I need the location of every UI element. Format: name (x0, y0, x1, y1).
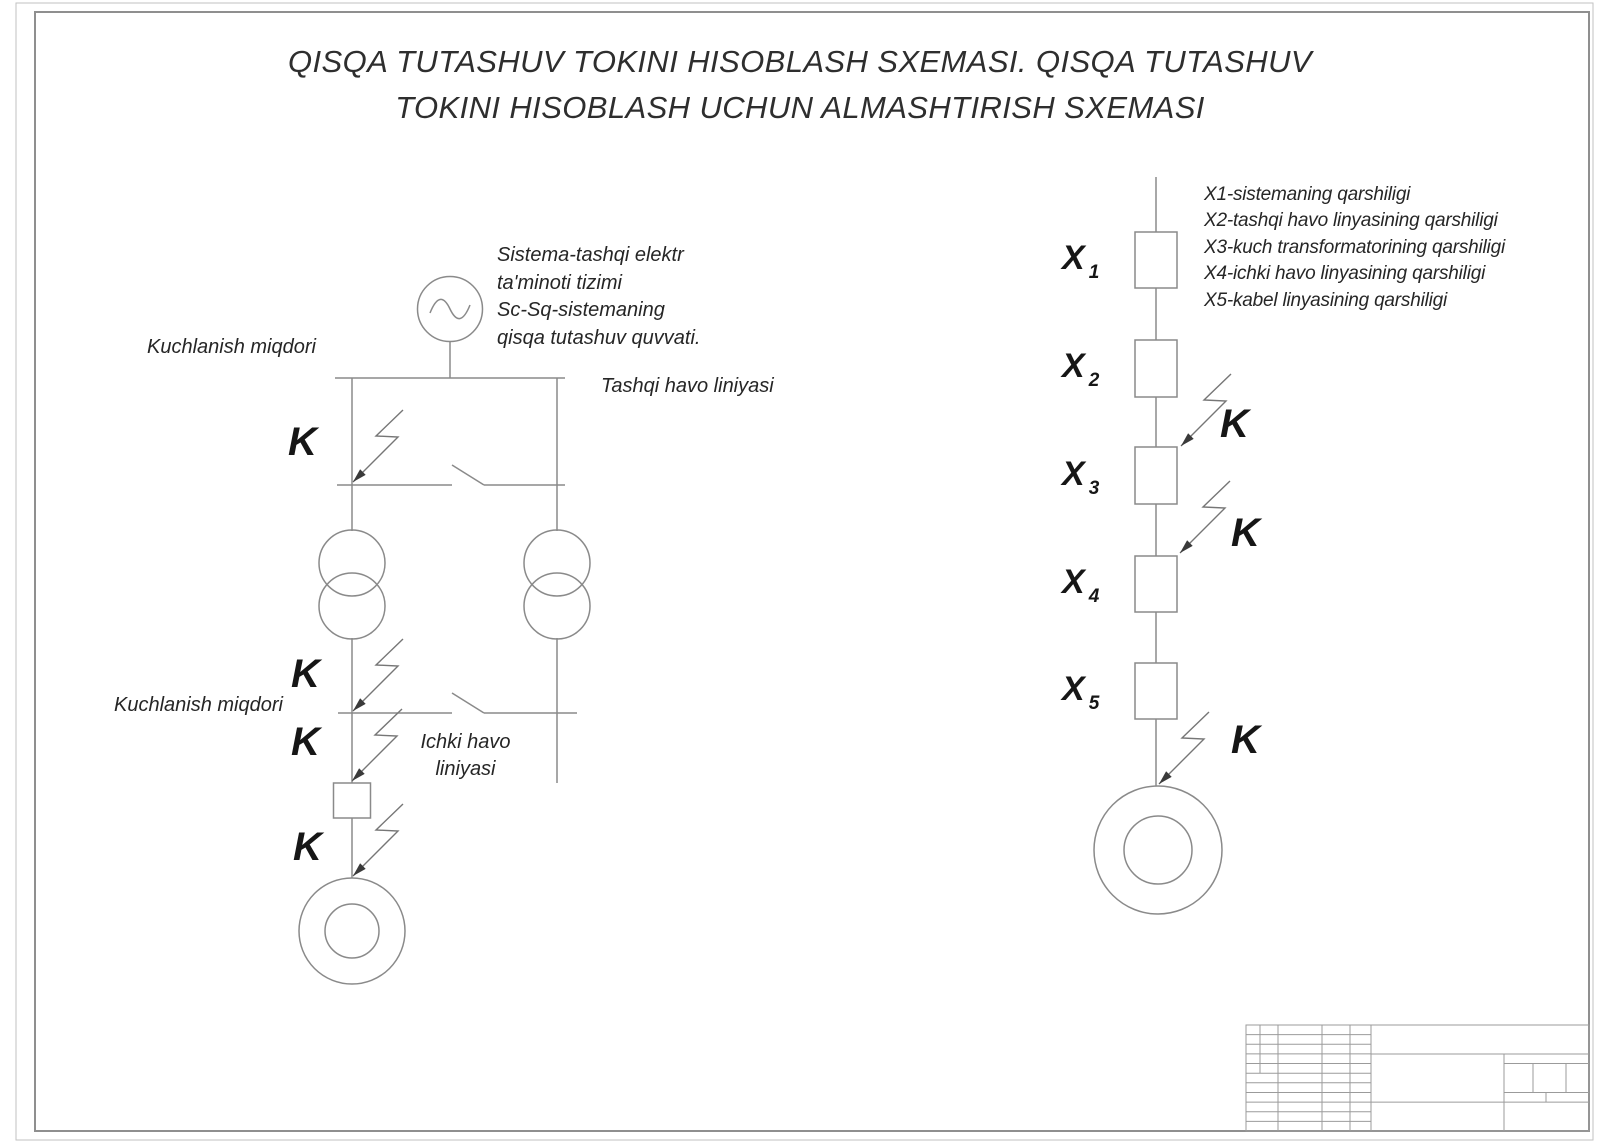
title-block (1245, 1024, 1590, 1132)
fault-k-label: K (291, 652, 320, 696)
fault-bolt-icon (1158, 711, 1210, 785)
internal-line-label-line1: Ichki havo (420, 731, 511, 753)
load-symbol-right (1093, 785, 1223, 915)
x1-subscript: 1 (1088, 262, 1100, 283)
fault-bolt-icon (352, 638, 404, 712)
fault-k-label: K (1220, 402, 1249, 446)
source-generator-symbol (416, 275, 484, 343)
source-note-line: Sc-Sq-sistemaning (497, 299, 665, 321)
source-note: Sistema-tashqi elektr ta'minoti tizimi S… (497, 242, 700, 352)
reactance-box-x2 (1134, 339, 1178, 398)
page-title-line-2: TOKINI HISOBLASH UCHUN ALMASHTIRISH SXEM… (395, 90, 1205, 125)
fault-k-label: K (293, 825, 322, 869)
fault-bolt-icon (352, 803, 404, 877)
fault-k-label: K (291, 720, 320, 764)
x2-letter: X (1062, 347, 1085, 385)
x5-letter: X (1062, 670, 1085, 708)
x1-letter: X (1062, 239, 1085, 277)
switch-blade-1 (451, 464, 485, 486)
fault-bolts (351, 373, 1232, 877)
source-note-line: ta'minoti tizimi (497, 271, 622, 294)
transformer-right-symbol (523, 529, 591, 640)
legend-line-x3: X3-kuch transformatorining qarshiligi (1204, 236, 1505, 258)
reactance-box-x3 (1134, 446, 1178, 505)
x3-subscript: 3 (1088, 478, 1100, 499)
fault-bolt-icon (1179, 480, 1231, 554)
load-symbol-left (298, 877, 406, 985)
voltage-label-lower: Kuchlanish miqdori (114, 694, 283, 716)
reactance-box-x4 (1134, 555, 1178, 613)
page-title-line-1: QISQA TUTASHUV TOKINI HISOBLASH SXEMASI.… (288, 44, 1312, 79)
internal-line-label: Ichki havo liniyasi (408, 729, 523, 783)
equivalent-scheme-drawing (1093, 177, 1223, 915)
reactance-box-x5 (1134, 662, 1178, 720)
legend-line-x5: X5-kabel linyasining qarshiligi (1204, 289, 1448, 311)
busbar-3-with-switch (338, 692, 577, 714)
internal-line-label-line2: liniyasi (435, 758, 496, 780)
legend-line-x4: X4-ichki havo linyasining qarshiligi (1204, 263, 1486, 285)
voltage-label-upper: Kuchlanish miqdori (147, 336, 316, 358)
busbar-2-with-switch (337, 464, 565, 486)
x2-subscript: 2 (1088, 370, 1100, 391)
overhead-line-label: Tashqi havo liniyasi (601, 375, 774, 397)
reactance-legend: X1-sistemaning qarshiligi X2-tashqi havo… (1204, 182, 1505, 314)
fault-bolt-icon (351, 708, 403, 782)
transformer-left-symbol (318, 529, 386, 640)
x3-letter: X (1062, 455, 1085, 493)
source-note-line: Sistema-tashqi elektr (497, 244, 684, 266)
drawing-frame (15, 2, 1594, 1141)
x4-subscript: 4 (1088, 586, 1100, 607)
switch-blade-2 (451, 692, 485, 714)
reactance-box-x1 (1134, 231, 1178, 289)
fault-k-label: K (288, 420, 317, 464)
legend-line-x2: X2-tashqi havo linyasining qarshiligi (1204, 210, 1498, 232)
x5-subscript: 5 (1088, 693, 1100, 714)
fault-bolt-icon (352, 409, 404, 483)
fault-k-label: K (1231, 718, 1260, 762)
x4-letter: X (1062, 563, 1085, 601)
calculation-scheme-drawing (298, 275, 591, 985)
fault-k-label: K (1231, 511, 1260, 555)
legend-line-x1: X1-sistemaning qarshiligi (1204, 184, 1411, 205)
source-note-line: qisqa tutashuv quvvati. (497, 326, 701, 349)
cable-box-symbol (332, 782, 372, 819)
